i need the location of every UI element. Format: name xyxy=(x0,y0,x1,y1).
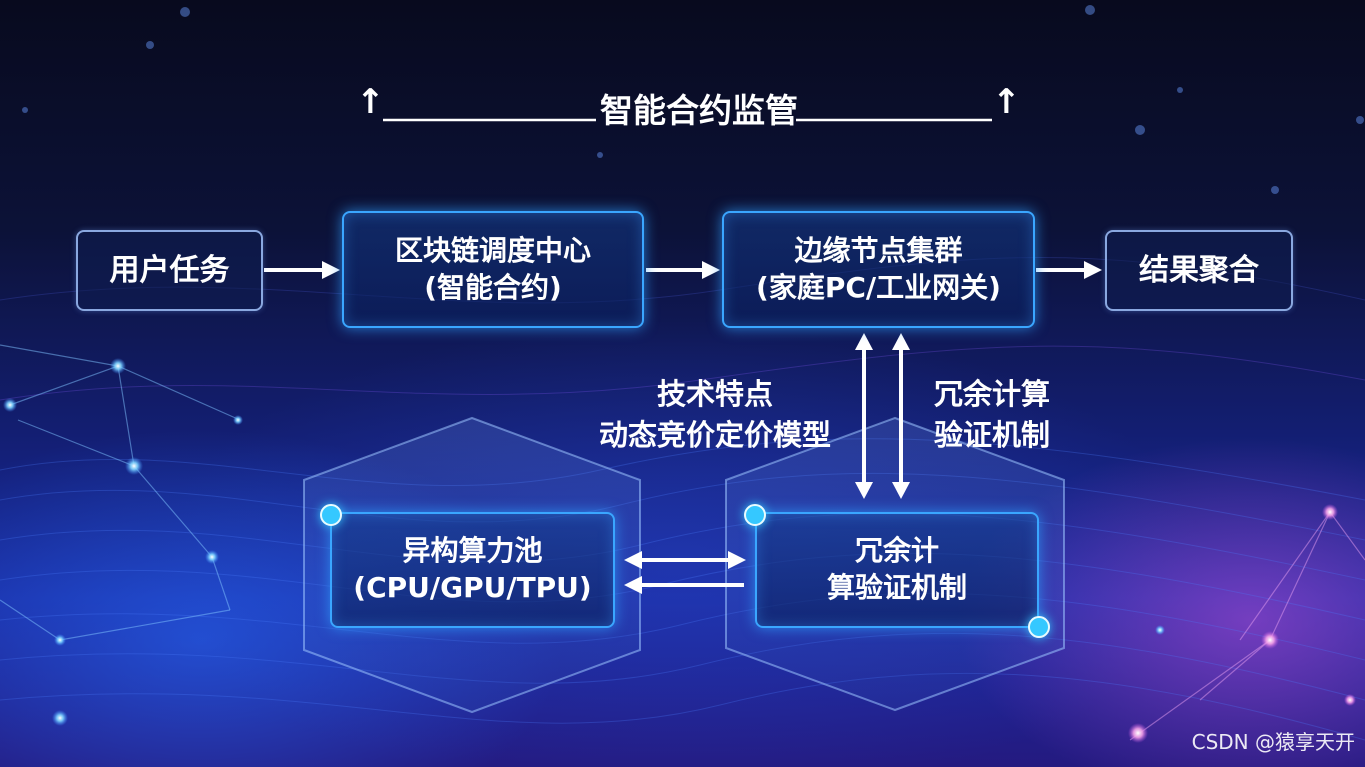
user-task-label: 用户任务 xyxy=(109,252,230,288)
verify-line2: 算验证机制 xyxy=(826,571,967,604)
scheduler-line1: 区块链调度中心 xyxy=(394,233,591,267)
result-aggregation-label: 结果聚合 xyxy=(1139,252,1259,288)
redundant-line1: 冗余计算 xyxy=(933,377,1050,411)
edge-cluster-line1: 边缘节点集群 xyxy=(794,233,963,267)
compute-pool-line2: (CPU/GPU/TPU) xyxy=(353,571,592,604)
scheduler-node: 区块链调度中心 (智能合约) xyxy=(342,211,644,328)
compute-pool-node: 异构算力池 (CPU/GPU/TPU) xyxy=(330,512,615,628)
verify-corner-dot-bottom xyxy=(1028,616,1050,638)
watermark: CSDN @猿享天开 xyxy=(1191,730,1355,754)
verify-line1: 冗余计 xyxy=(854,534,939,568)
edge-cluster-line2: (家庭PC/工业网关) xyxy=(756,270,1001,304)
features-line1: 技术特点 xyxy=(656,377,773,411)
redundant-line2: 验证机制 xyxy=(933,418,1050,453)
verify-corner-dot-top xyxy=(744,504,766,526)
redundant-label: 冗余计算 验证机制 xyxy=(916,374,1068,456)
top-left-arrow: ↑ xyxy=(356,82,385,122)
scheduler-line2: (智能合约) xyxy=(424,270,562,304)
result-aggregation-node: 结果聚合 xyxy=(1105,230,1293,311)
edge-cluster-node: 边缘节点集群 (家庭PC/工业网关) xyxy=(722,211,1035,328)
compute-pool-corner-dot xyxy=(320,504,342,526)
verify-node: 冗余计 算验证机制 xyxy=(755,512,1039,628)
top-right-arrow: ↑ xyxy=(992,82,1021,122)
user-task-node: 用户任务 xyxy=(76,230,263,311)
features-line2: 动态竞价定价模型 xyxy=(598,418,831,453)
features-label: 技术特点 动态竞价定价模型 xyxy=(574,374,856,456)
smart-contract-supervision-title: 智能合约监管 xyxy=(600,91,798,130)
compute-pool-line1: 异构算力池 xyxy=(402,534,543,568)
